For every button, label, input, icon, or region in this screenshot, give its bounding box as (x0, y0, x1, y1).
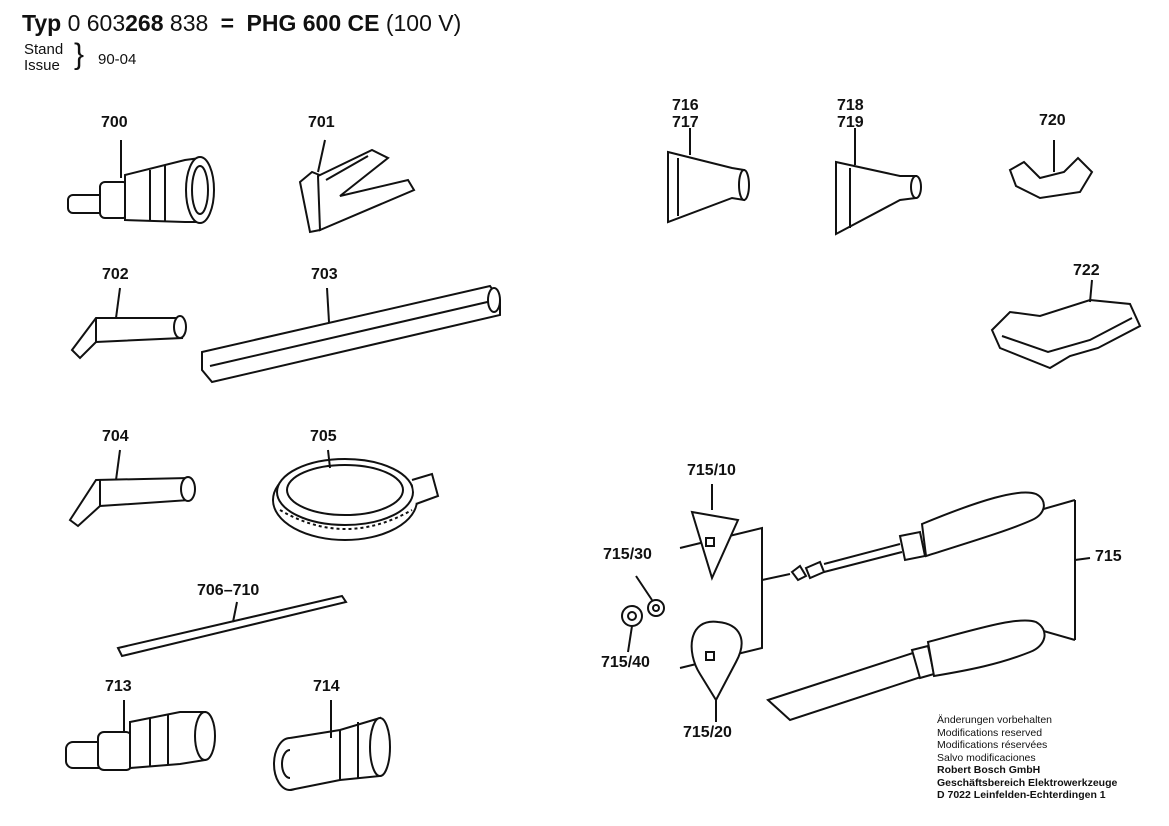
part-label-704: 704 (102, 428, 129, 445)
slit-nozzle-702-drawing (70, 287, 187, 360)
part-label-717: 717 (672, 114, 699, 131)
reflector-dish-705-drawing (272, 449, 440, 541)
footer-notes: Änderungen vorbehalten Modifications res… (937, 714, 1117, 802)
rod-706-710-drawing (116, 594, 348, 658)
company-address: D 7022 Leinfelden-Echterdingen 1 (937, 789, 1106, 801)
part-label-718: 718 (837, 97, 864, 114)
company-division: Geschäftsbereich Elektrowerkzeuge (937, 776, 1118, 789)
model-name: PHG 600 CE (246, 10, 380, 36)
part-label-716: 716 (672, 97, 699, 114)
slit-nozzle-704-drawing (68, 449, 196, 528)
company-name: Robert Bosch GmbH (937, 764, 1041, 776)
wide-slot-nozzle-716-drawing (667, 128, 750, 224)
nozzle-700-drawing (67, 140, 215, 224)
note-de: Änderungen vorbehalten (937, 714, 1053, 726)
part-label-720: 720 (1039, 112, 1066, 129)
part-label-703: 703 (311, 266, 338, 283)
note-fr: Modifications réservées (937, 739, 1048, 751)
part-label-722: 722 (1073, 262, 1100, 279)
part-label-715-10: 715/10 (687, 462, 736, 479)
reducer-nozzle-714-drawing (273, 700, 391, 791)
equals-sign: = (220, 10, 235, 36)
part-label-701: 701 (308, 114, 335, 131)
note-en: Modifications reserved (937, 726, 1043, 739)
part-label-714: 714 (313, 678, 340, 695)
clip-720-drawing (1008, 140, 1094, 200)
part-label-715-20: 715/20 (683, 724, 732, 741)
reducer-nozzle-713-drawing (65, 700, 216, 771)
reflector-nozzle-701-drawing (298, 139, 416, 234)
typ-label: Typ (22, 10, 62, 36)
part-label-715-30: 715/30 (603, 546, 652, 563)
extension-tube-703-drawing (201, 284, 501, 384)
part-label-715-40: 715/40 (601, 654, 650, 671)
stand-label: Stand (24, 41, 64, 58)
scraper-set-715-drawing (621, 484, 1091, 722)
part-label-719: 719 (837, 114, 864, 131)
part-label-705: 705 (310, 428, 337, 445)
issue-label: Issue (24, 57, 60, 74)
part-number-mid: 268 (125, 10, 164, 36)
part-number-suffix: 838 (169, 10, 209, 36)
part-label-716-717: 716 717 (672, 97, 699, 131)
document-title: Typ 0 603268 838 = PHG 600 CE (100 V) (22, 10, 461, 37)
stand-labels: Stand Issue (24, 42, 63, 74)
wide-slot-nozzle-718-drawing (835, 128, 922, 236)
surface-nozzle-722-drawing (990, 279, 1142, 370)
part-number-prefix: 0 603 (67, 10, 126, 36)
part-label-718-719: 718 719 (837, 97, 864, 131)
note-es: Salvo modificaciones (937, 751, 1036, 764)
voltage: (100 V) (385, 10, 462, 36)
part-label-715: 715 (1095, 548, 1122, 565)
brace-icon: } (74, 38, 85, 71)
part-label-700: 700 (101, 114, 128, 131)
part-label-706-710: 706–710 (197, 582, 260, 599)
part-label-713: 713 (105, 678, 132, 695)
issue-date: 90-04 (98, 51, 137, 68)
part-label-702: 702 (102, 266, 129, 283)
